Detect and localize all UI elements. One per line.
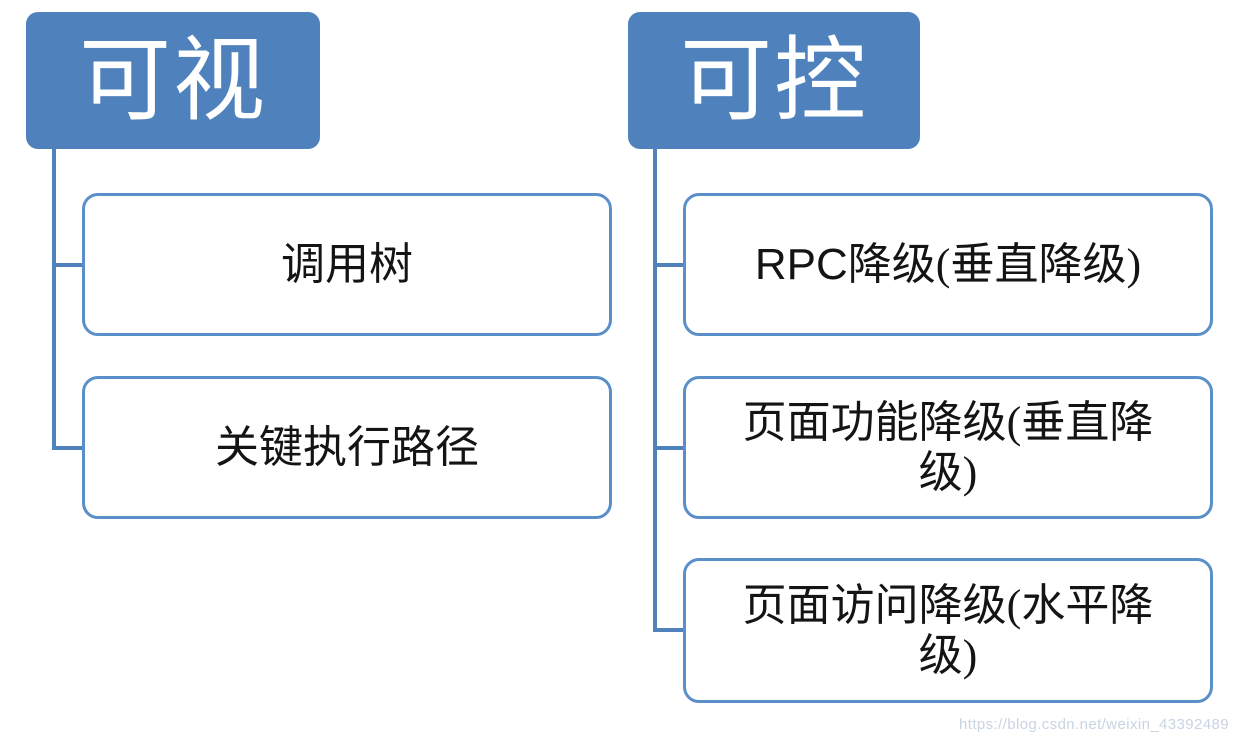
node-page-access-degrade[interactable]: 页面访问降级(水平降 级): [683, 558, 1213, 703]
node-page-feature-degrade[interactable]: 页面功能降级(垂直降 级): [683, 376, 1213, 519]
root-node-visibility-label: 可视: [78, 29, 267, 132]
node-call-tree[interactable]: 调用树: [82, 193, 612, 336]
connector-group-visibility: [52, 149, 84, 450]
root-node-visibility[interactable]: 可视: [26, 12, 320, 149]
node-page-feature-degrade-label: 页面功能降级(垂直降 级): [742, 398, 1154, 497]
node-rpc-degrade[interactable]: RPC降级(垂直降级): [683, 193, 1213, 336]
connector-group-controllability: [653, 149, 685, 632]
node-rpc-degrade-label: RPC降级(垂直降级): [755, 240, 1141, 289]
watermark: https://blog.csdn.net/weixin_43392489: [959, 716, 1229, 733]
root-node-controllability-label: 可控: [679, 29, 868, 132]
node-call-tree-label: 调用树: [281, 239, 413, 289]
node-critical-path-label: 关键执行路径: [215, 422, 479, 472]
node-rpc-degrade-ascii-prefix: RPC: [754, 239, 848, 289]
node-critical-path[interactable]: 关键执行路径: [82, 376, 612, 519]
node-rpc-degrade-text: 降级(垂直降级): [847, 239, 1142, 289]
root-node-controllability[interactable]: 可控: [628, 12, 920, 149]
node-page-access-degrade-label: 页面访问降级(水平降 级): [742, 581, 1154, 680]
